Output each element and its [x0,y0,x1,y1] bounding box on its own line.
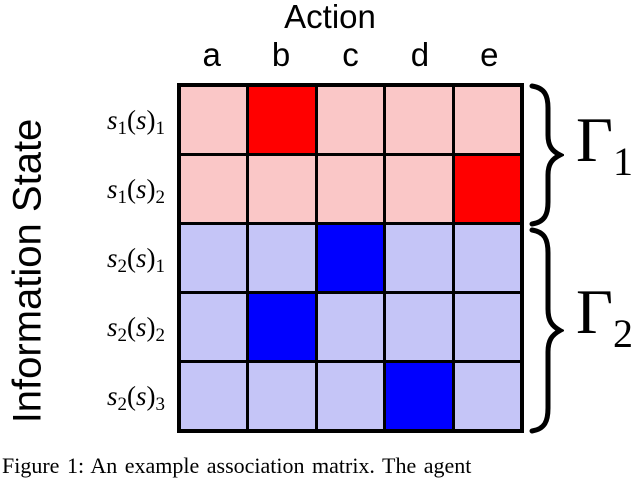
matrix-cell-s1(s)2-b [249,156,315,222]
matrix-cell-s1(s)2-a [181,156,247,222]
matrix-cell-s2(s)2-e [454,294,520,360]
matrix-grid [177,83,524,433]
row-label-s1s2: s1(s)2 [106,174,165,208]
y-axis-title: Information State [5,118,50,424]
brace-gamma1-icon [529,83,564,227]
matrix-cell-s1(s)1-a [181,87,247,153]
matrix-cell-s2(s)2-c [317,294,384,360]
column-label-a: a [202,36,221,73]
matrix-cell-s1(s)1-e [454,87,520,153]
gamma2-label: Γ2 [576,276,633,356]
matrix-cell-s1(s)2-e [454,156,520,222]
x-axis-title: Action [284,0,376,35]
matrix-cell-s2(s)3-d [386,363,452,429]
row-label-s2s1: s2(s)1 [106,243,165,277]
column-label-c: c [342,36,359,73]
column-label-e: e [480,36,499,73]
figure-caption: Figure 1: An example association matrix.… [2,453,472,478]
matrix-cell-s1(s)2-c [317,156,384,222]
matrix-cell-s1(s)1-c [317,87,384,153]
matrix-cell-s2(s)1-b [249,225,315,291]
matrix-cell-s1(s)1-d [386,87,452,153]
column-label-d: d [410,36,430,73]
matrix-cell-s2(s)3-c [317,363,384,429]
matrix-cell-s2(s)1-e [454,225,520,291]
gamma1-label: Γ1 [576,104,633,184]
matrix-cell-s2(s)3-a [181,363,247,429]
column-labels: a b c d e [177,35,524,75]
matrix-cell-s1(s)1-b [249,87,315,153]
matrix-cell-s1(s)2-d [386,156,452,222]
matrix-cell-s2(s)3-b [249,363,315,429]
row-label-s1s1: s1(s)1 [106,105,165,139]
row-label-s2s3: s2(s)3 [106,381,165,415]
matrix-cell-s2(s)1-d [386,225,452,291]
column-label-b: b [271,36,291,73]
matrix-cell-s2(s)3-e [454,363,520,429]
matrix-cell-s2(s)1-a [181,225,247,291]
matrix-cell-s2(s)2-a [181,294,247,360]
matrix-cell-s2(s)2-d [386,294,452,360]
row-label-s2s2: s2(s)2 [106,312,165,346]
matrix-cell-s2(s)1-c [317,225,384,291]
brace-gamma2-icon [529,227,564,434]
matrix-cell-s2(s)2-b [249,294,315,360]
